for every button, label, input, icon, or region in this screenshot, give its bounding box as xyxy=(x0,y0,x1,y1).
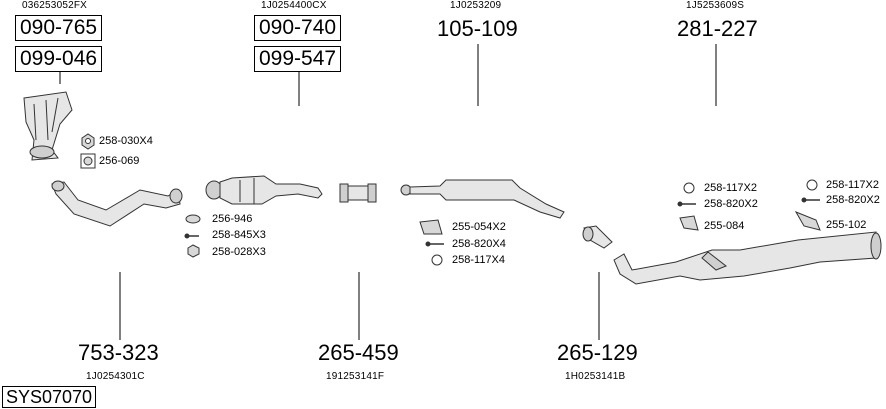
oem-code: 1J0254400CX xyxy=(261,0,327,11)
part-number-box[interactable]: 090-740 xyxy=(254,15,342,41)
part-number[interactable]: 105-109 xyxy=(437,16,518,41)
accessory-label: 258-820X2 xyxy=(826,194,880,206)
part-number[interactable]: 265-129 xyxy=(557,340,638,365)
accessory-label: 258-030X4 xyxy=(99,135,153,147)
hex-nut-icon xyxy=(187,244,200,258)
accessory-label: 258-117X4 xyxy=(452,254,506,266)
connector-pipe-icon xyxy=(582,225,613,249)
accessory-label: 258-028X3 xyxy=(212,246,266,258)
accessory-label: 256-946 xyxy=(212,213,253,225)
center-pipe-icon xyxy=(339,183,377,203)
part-number-box[interactable]: 090-765 xyxy=(15,15,103,41)
system-code: SYS07070 xyxy=(2,386,97,408)
rubber-hanger-icon xyxy=(679,215,699,231)
oem-code: 1H0253141B xyxy=(565,371,626,382)
oem-code: 036253052FX xyxy=(22,0,88,11)
part-number[interactable]: 281-227 xyxy=(677,16,758,41)
ring-icon xyxy=(431,254,443,266)
oem-code: 1J0253209 xyxy=(450,0,502,11)
accessory-label: 255-102 xyxy=(826,219,867,231)
catalytic-converter-icon xyxy=(205,175,323,205)
oem-code: 1J5253609S xyxy=(686,0,745,11)
accessory-label: 256-069 xyxy=(99,155,140,167)
accessory-label: 258-845X3 xyxy=(212,229,266,241)
rubber-hanger-icon xyxy=(794,211,821,231)
accessory-label: 255-054X2 xyxy=(452,221,506,233)
ring-gasket-icon xyxy=(185,214,201,224)
ring-icon xyxy=(806,179,818,191)
part-number[interactable]: 265-459 xyxy=(318,340,399,365)
middle-silencer-icon xyxy=(400,179,565,219)
part-number-box[interactable]: 099-547 xyxy=(254,46,342,72)
part-number[interactable]: 753-323 xyxy=(78,340,159,365)
oem-code: 1J0254301C xyxy=(86,371,145,382)
accessory-label: 258-117X2 xyxy=(826,179,880,191)
ring-icon xyxy=(683,182,695,194)
accessory-label: 258-820X4 xyxy=(452,238,506,250)
oem-code: 191253141F xyxy=(326,371,385,382)
exhaust-manifold-icon xyxy=(23,91,73,161)
part-number-box[interactable]: 099-046 xyxy=(15,46,103,72)
accessory-label: 258-117X2 xyxy=(704,182,758,194)
rear-silencer-icon xyxy=(613,231,882,285)
front-pipe-icon xyxy=(51,180,183,227)
rubber-hanger-icon xyxy=(419,219,443,235)
accessory-label: 255-084 xyxy=(704,220,745,232)
accessory-label: 258-820X2 xyxy=(704,198,758,210)
